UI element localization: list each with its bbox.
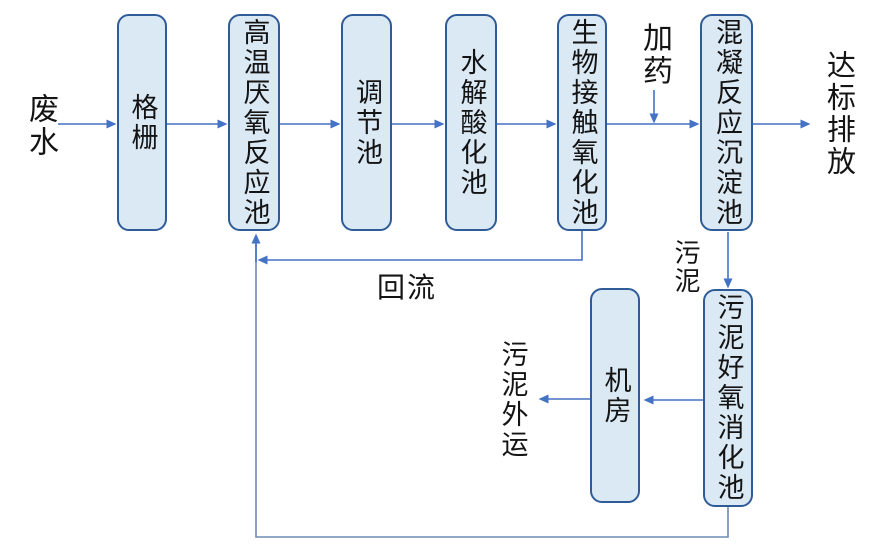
node-coagulation-tank: 混凝反应沉淀池 [700,14,753,231]
sludge-return-line [255,262,729,538]
node-grille: 格栅 [117,14,167,231]
sludge-out-label: 污泥外运 [497,340,528,460]
node-anaerobic-reactor-label: 高温厌氧反应池 [239,17,270,228]
node-regulating-tank: 调节池 [341,14,392,231]
reflux-arrow [257,231,583,265]
node-hydrolysis-tank-label: 水解酸化池 [456,47,487,198]
node-coagulation-tank-label: 混凝反应沉淀池 [712,17,742,228]
node-hydrolysis-tank: 水解酸化池 [445,14,497,231]
node-sludge-digestion-tank-label: 污泥好氧消化池 [713,293,744,503]
node-bio-contact-tank: 生物接触氧化池 [557,14,607,231]
node-machine-room: 机房 [590,288,640,503]
node-grille-label: 格栅 [127,92,158,153]
node-machine-room-label: 机房 [600,365,631,426]
node-regulating-tank-label: 调节池 [352,77,382,168]
node-sludge-digestion-tank: 污泥好氧消化池 [703,289,753,507]
node-bio-contact-tank-label: 生物接触氧化池 [567,17,598,228]
node-anaerobic-reactor: 高温厌氧反应池 [228,14,280,231]
reflux-label: 回流 [377,272,438,303]
sludge-label: 污泥 [671,239,701,295]
discharge-label: 达标排放 [822,50,855,178]
dosing-label: 加药 [638,22,671,88]
wastewater-label: 废水 [24,93,57,159]
